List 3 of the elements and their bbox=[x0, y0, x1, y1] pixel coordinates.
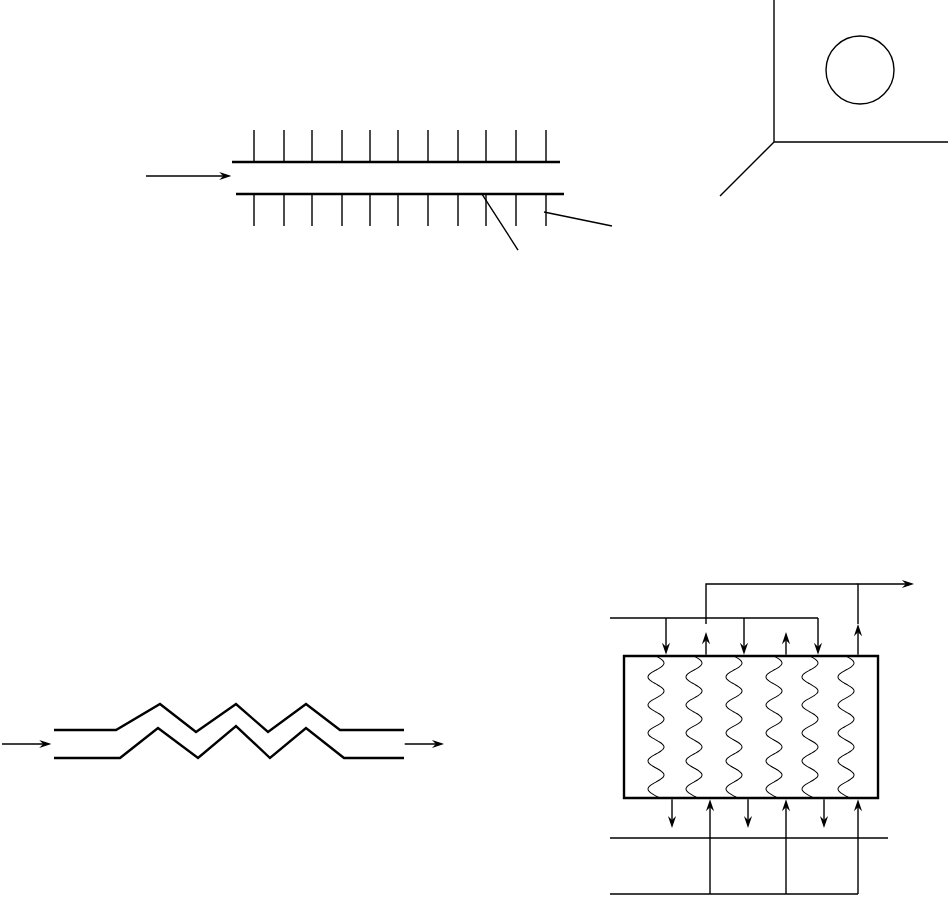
wavy-tube-bank-drawing bbox=[622, 654, 880, 800]
zigzag-channel-drawing bbox=[52, 702, 406, 760]
finned-tube-drawing bbox=[230, 129, 613, 251]
